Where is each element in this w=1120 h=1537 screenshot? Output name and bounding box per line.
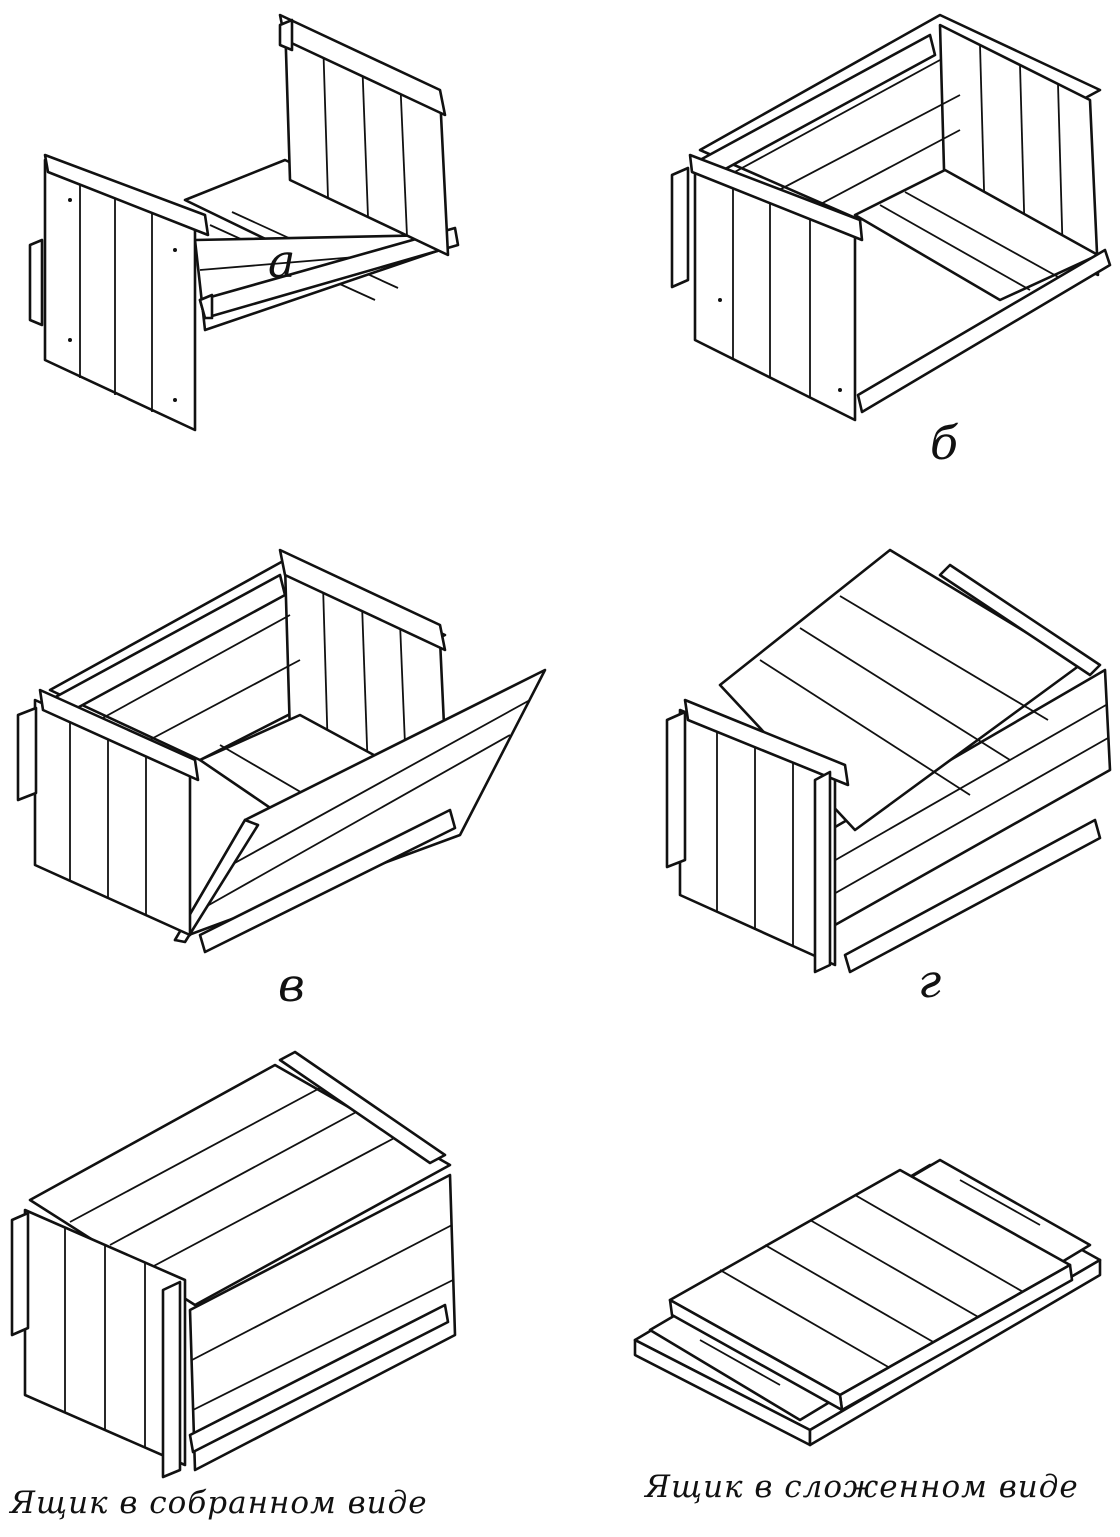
panel-v-drawing (16, 548, 547, 954)
label-v: в (278, 958, 305, 1012)
side-wall (188, 1173, 457, 1472)
panel-b-drawing (670, 13, 1112, 422)
assembled-box-drawing (10, 1050, 457, 1479)
panel-g-drawing (665, 548, 1112, 974)
label-a: а (268, 234, 296, 288)
folded-box-drawing (633, 1158, 1102, 1447)
front-batten (188, 1303, 450, 1454)
caption-folded: Ящик в сложенном виде (645, 1469, 1079, 1505)
panel-a-drawing (28, 13, 460, 432)
caption-assembled: Ящик в собранном виде (10, 1485, 428, 1521)
label-b: б (930, 416, 959, 470)
label-g: г (918, 954, 942, 1008)
front-batten (843, 818, 1102, 974)
front-batten (856, 248, 1112, 414)
